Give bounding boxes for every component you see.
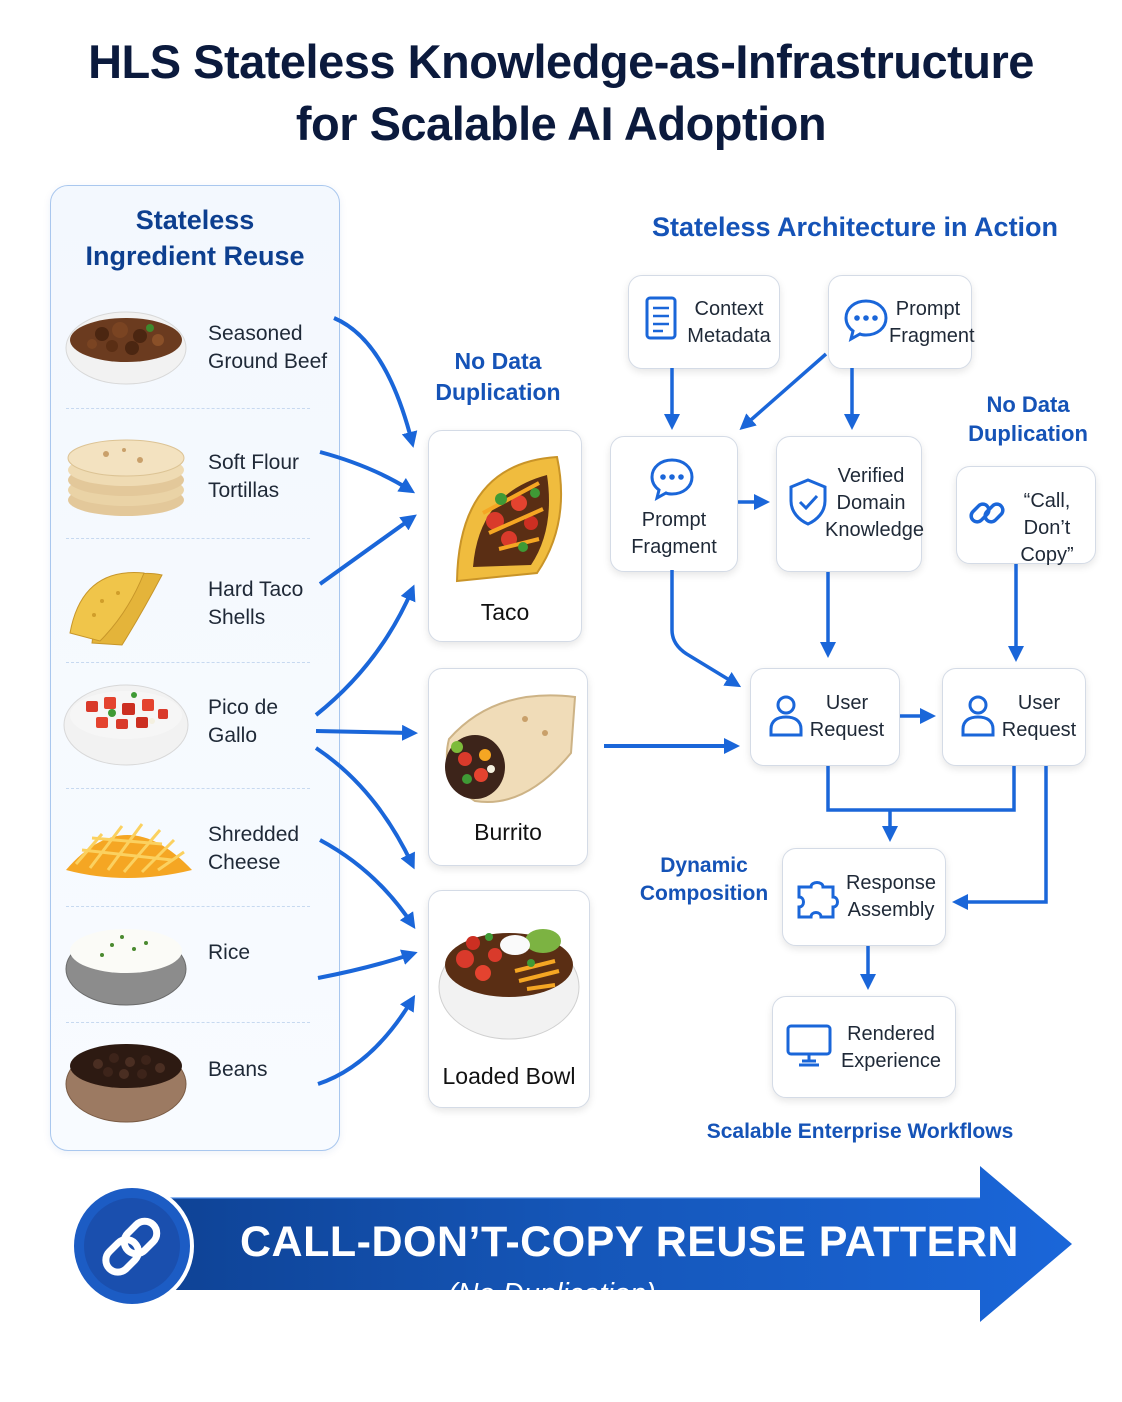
banner-main-text: CALL-DON’T-COPY REUSE PATTERN bbox=[240, 1218, 1019, 1266]
ingredient-label-beans: Beans bbox=[208, 1058, 268, 1081]
arrow-tortilla-to-taco bbox=[319, 450, 416, 494]
chain-link-icon bbox=[969, 502, 1005, 524]
arrow-rice-to-bowl bbox=[317, 949, 418, 980]
divider bbox=[66, 906, 310, 907]
ground-beef-bowl-icon bbox=[65, 311, 187, 385]
monitor-icon bbox=[786, 1024, 832, 1067]
scalable-workflows-label: Scalable Enterprise Workflows bbox=[706, 1120, 1014, 1143]
rice-bowl-icon bbox=[65, 929, 187, 1006]
divider bbox=[66, 408, 310, 409]
dish-label-burrito: Burrito bbox=[474, 819, 542, 845]
arrow-fragment-to-request bbox=[670, 570, 742, 688]
banner-link-icon bbox=[70, 1184, 194, 1308]
dish-card-taco: Taco bbox=[428, 430, 582, 642]
chat-bubble-icon bbox=[844, 299, 888, 342]
taco-shells-icon bbox=[69, 572, 163, 646]
arrow-beef-to-taco bbox=[333, 316, 418, 448]
chat-bubble-icon bbox=[650, 458, 694, 501]
call-dont-copy-label: “Call,Don’t Copy” bbox=[1020, 490, 1074, 566]
black-beans-bowl-icon bbox=[65, 1044, 187, 1123]
arrow-requests-merge bbox=[826, 766, 1016, 812]
page-title-line-2: for Scalable AI Adoption bbox=[295, 97, 827, 150]
pico-de-gallo-bowl-icon bbox=[63, 684, 189, 766]
panel-title-line-2: Ingredient Reuse bbox=[85, 241, 305, 271]
arrow-request-to-assembly bbox=[952, 766, 1048, 910]
banner-sub-text: (No Duplication) bbox=[448, 1278, 656, 1310]
banner-arrow bbox=[88, 1166, 1072, 1322]
tortilla-stack-icon bbox=[67, 439, 185, 516]
architecture-heading: Stateless Architecture in Action bbox=[651, 212, 1059, 242]
shredded-cheese-icon bbox=[66, 823, 192, 878]
call-dont-copy-node: “Call,Don’t Copy” bbox=[956, 466, 1096, 566]
arrow-pico-to-taco bbox=[314, 584, 416, 717]
arrow-pico-to-burrito bbox=[315, 724, 418, 741]
divider bbox=[66, 1022, 310, 1023]
dish-label-taco: Taco bbox=[480, 599, 530, 625]
dish-label-loaded-bowl: Loaded Bowl bbox=[442, 1063, 576, 1089]
user-icon bbox=[769, 695, 803, 737]
ingredient-to-dish-arrows bbox=[314, 316, 740, 1086]
shield-check-icon bbox=[789, 478, 827, 526]
arrow-cheese-to-bowl bbox=[319, 838, 416, 929]
divider bbox=[66, 538, 310, 539]
panel-title-line-1: Stateless bbox=[135, 205, 255, 235]
architecture-arrows bbox=[664, 352, 1048, 990]
arrow-pico-to-bowl bbox=[314, 746, 415, 870]
arrow-prompt-to-fragment bbox=[739, 352, 828, 430]
divider bbox=[66, 662, 310, 663]
divider bbox=[66, 788, 310, 789]
loaded-bowl-icon bbox=[438, 929, 580, 1040]
dish-card-burrito: Burrito bbox=[428, 668, 588, 866]
puzzle-icon bbox=[797, 881, 839, 919]
arrow-shells-to-taco bbox=[318, 514, 417, 586]
burrito-icon bbox=[445, 694, 577, 803]
document-icon bbox=[645, 296, 677, 340]
user-icon bbox=[961, 695, 995, 737]
page-title-line-1: HLS Stateless Knowledge-as-Infrastructur… bbox=[88, 35, 1034, 88]
arrow-beans-to-bowl bbox=[317, 994, 416, 1086]
connector-arrows bbox=[314, 316, 1048, 1086]
ingredient-label-rice: Rice bbox=[208, 941, 251, 964]
dish-card-loaded-bowl: Loaded Bowl bbox=[428, 890, 590, 1108]
taco-icon bbox=[455, 455, 562, 583]
